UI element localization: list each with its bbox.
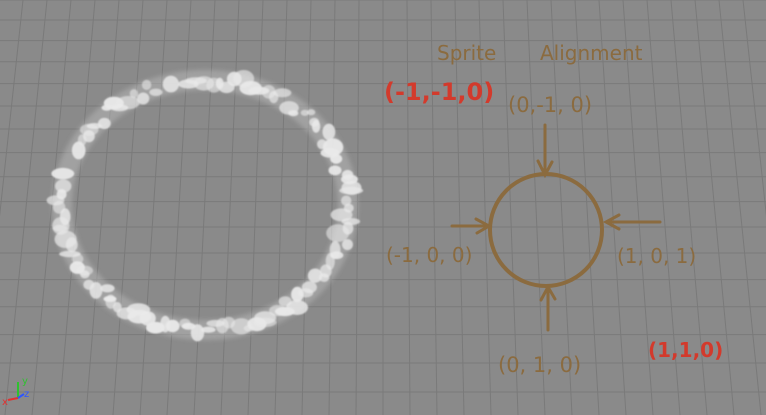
particle-sprite <box>307 109 316 116</box>
particle-sprite <box>98 117 111 130</box>
particle-sprite <box>330 208 353 222</box>
grid-line <box>550 0 573 415</box>
grid-line <box>193 0 216 415</box>
particle-sprite <box>149 88 163 97</box>
gizmo-x-label: x <box>2 397 8 408</box>
grid-line <box>454 0 465 415</box>
particle-sprite <box>300 109 309 116</box>
particle-sprite <box>129 89 138 99</box>
red-label-bottom-right: (1,1,0) <box>648 338 723 362</box>
grid-line <box>718 0 762 415</box>
grid-line <box>478 0 492 415</box>
grid-line <box>31 0 72 415</box>
arrow-bottom <box>539 283 557 332</box>
particle-sprite <box>100 284 115 293</box>
arrow-right <box>602 213 662 231</box>
title-alignment: Alignment <box>540 41 643 65</box>
particle-sprite <box>339 186 364 195</box>
particle-sprite <box>288 110 299 117</box>
particle-sprite <box>116 96 140 110</box>
grid-line <box>526 0 546 415</box>
particle-ring-effect <box>46 70 364 342</box>
particle-sprite <box>51 167 75 180</box>
grid-line <box>502 0 519 415</box>
grid-line <box>0 0 24 217</box>
grid-line <box>85 0 120 415</box>
particle-sprite <box>162 75 179 93</box>
title-sprite: Sprite <box>437 41 496 65</box>
particle-sprite <box>322 123 336 141</box>
particle-sprite <box>330 153 343 164</box>
gizmo-z-label: z <box>24 389 29 400</box>
alignment-circle <box>488 172 604 288</box>
grid-line <box>220 0 240 415</box>
label-right: (1, 0, 1) <box>617 244 696 268</box>
particle-sprite <box>137 92 150 105</box>
label-bottom: (0, 1, 0) <box>498 353 581 377</box>
grid-line <box>328 0 336 415</box>
grid-line <box>139 0 168 415</box>
particle-sprite <box>83 279 95 290</box>
particle-sprite <box>311 120 321 133</box>
label-left: (-1, 0, 0) <box>386 243 472 267</box>
particle-sprite <box>55 179 72 193</box>
particle-sprite <box>69 261 85 274</box>
particle-sprite <box>179 318 191 329</box>
grid-line <box>622 0 654 415</box>
particle-sprite <box>273 88 292 98</box>
particle-sprite <box>278 296 292 307</box>
particle-sprite <box>190 324 205 342</box>
grid-line <box>598 0 627 415</box>
gizmo-y-label: y <box>22 376 28 387</box>
particle-sprite <box>71 141 86 160</box>
particle-sprite <box>328 165 342 176</box>
axis-gizmo[interactable]: x y z <box>2 376 29 408</box>
red-label-top-left: (-1,-1,0) <box>384 78 494 106</box>
grid-line <box>694 0 735 415</box>
grid-line <box>574 0 600 415</box>
particle-sprite <box>342 239 353 251</box>
particle-sprite <box>59 250 81 258</box>
particle-sprite <box>230 318 252 335</box>
grid-line <box>406 0 411 415</box>
grid-line <box>247 0 264 415</box>
particle-sprite <box>206 319 225 327</box>
grid-line <box>274 0 288 415</box>
grid-line <box>4 0 48 415</box>
particle-sprite <box>326 224 350 242</box>
particle-sprite <box>103 295 117 302</box>
particle-sprite <box>341 195 352 206</box>
arrow-top <box>536 123 554 179</box>
grid-line <box>646 0 681 415</box>
grid-line <box>670 0 708 415</box>
particle-sprite <box>269 305 287 317</box>
grid-line <box>166 0 192 415</box>
grid-line <box>430 0 438 415</box>
particle-sprite <box>141 79 152 90</box>
particle-sprite <box>307 268 323 283</box>
label-top: (0,-1, 0) <box>508 93 592 117</box>
grid-line <box>301 0 312 415</box>
grid-line <box>58 0 96 415</box>
particle-sprite <box>291 286 304 302</box>
particle-sprite <box>54 230 77 248</box>
arrow-left <box>450 217 493 235</box>
grid-line <box>112 0 144 415</box>
particle-sprite <box>201 326 216 333</box>
particle-sprite <box>116 307 138 320</box>
